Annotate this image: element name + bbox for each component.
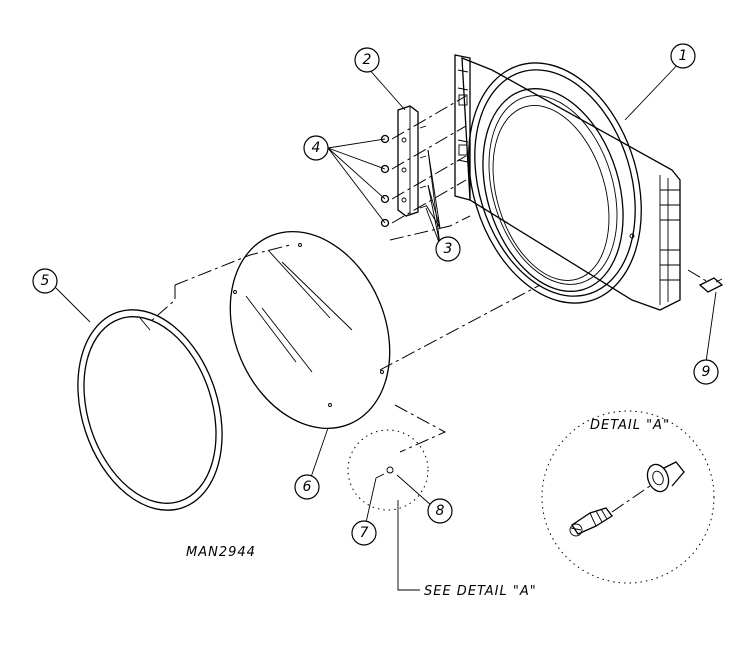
callout-8: 8 <box>427 498 453 524</box>
door-frame-part <box>454 54 681 311</box>
glass-panel-part <box>229 230 391 430</box>
frame-screw-part <box>698 277 724 293</box>
clip-parts <box>419 125 441 229</box>
detail-a-title: DETAIL "A" <box>590 418 670 433</box>
callout-6-label: 6 <box>303 479 312 495</box>
detail-a-view <box>541 410 715 584</box>
part-number-label: MAN2944 <box>186 545 256 560</box>
callout-1: 1 <box>670 43 696 69</box>
gasket-ring-part <box>77 309 223 511</box>
callout-2-label: 2 <box>363 52 372 68</box>
alignment-lines <box>149 95 709 453</box>
callout-5: 5 <box>32 268 58 294</box>
callout-1-label: 1 <box>679 48 688 64</box>
screw-bushing-parts <box>347 429 429 511</box>
callout-4-label: 4 <box>312 140 321 156</box>
callout-3-label: 3 <box>444 241 453 257</box>
callout-9-label: 9 <box>702 364 711 380</box>
see-detail-note: SEE DETAIL "A" <box>424 584 537 599</box>
callout-3: 3 <box>435 236 461 262</box>
callout-8-label: 8 <box>436 503 445 519</box>
hinge-screws <box>380 134 390 228</box>
callout-5-label: 5 <box>41 273 50 289</box>
callout-6: 6 <box>294 474 320 500</box>
hinge-bracket-part <box>397 105 419 217</box>
callout-7: 7 <box>351 520 377 546</box>
callout-4: 4 <box>303 135 329 161</box>
callout-9: 9 <box>693 359 719 385</box>
callout-2: 2 <box>354 47 380 73</box>
callout-7-label: 7 <box>360 525 369 541</box>
leader-lines <box>52 59 717 591</box>
